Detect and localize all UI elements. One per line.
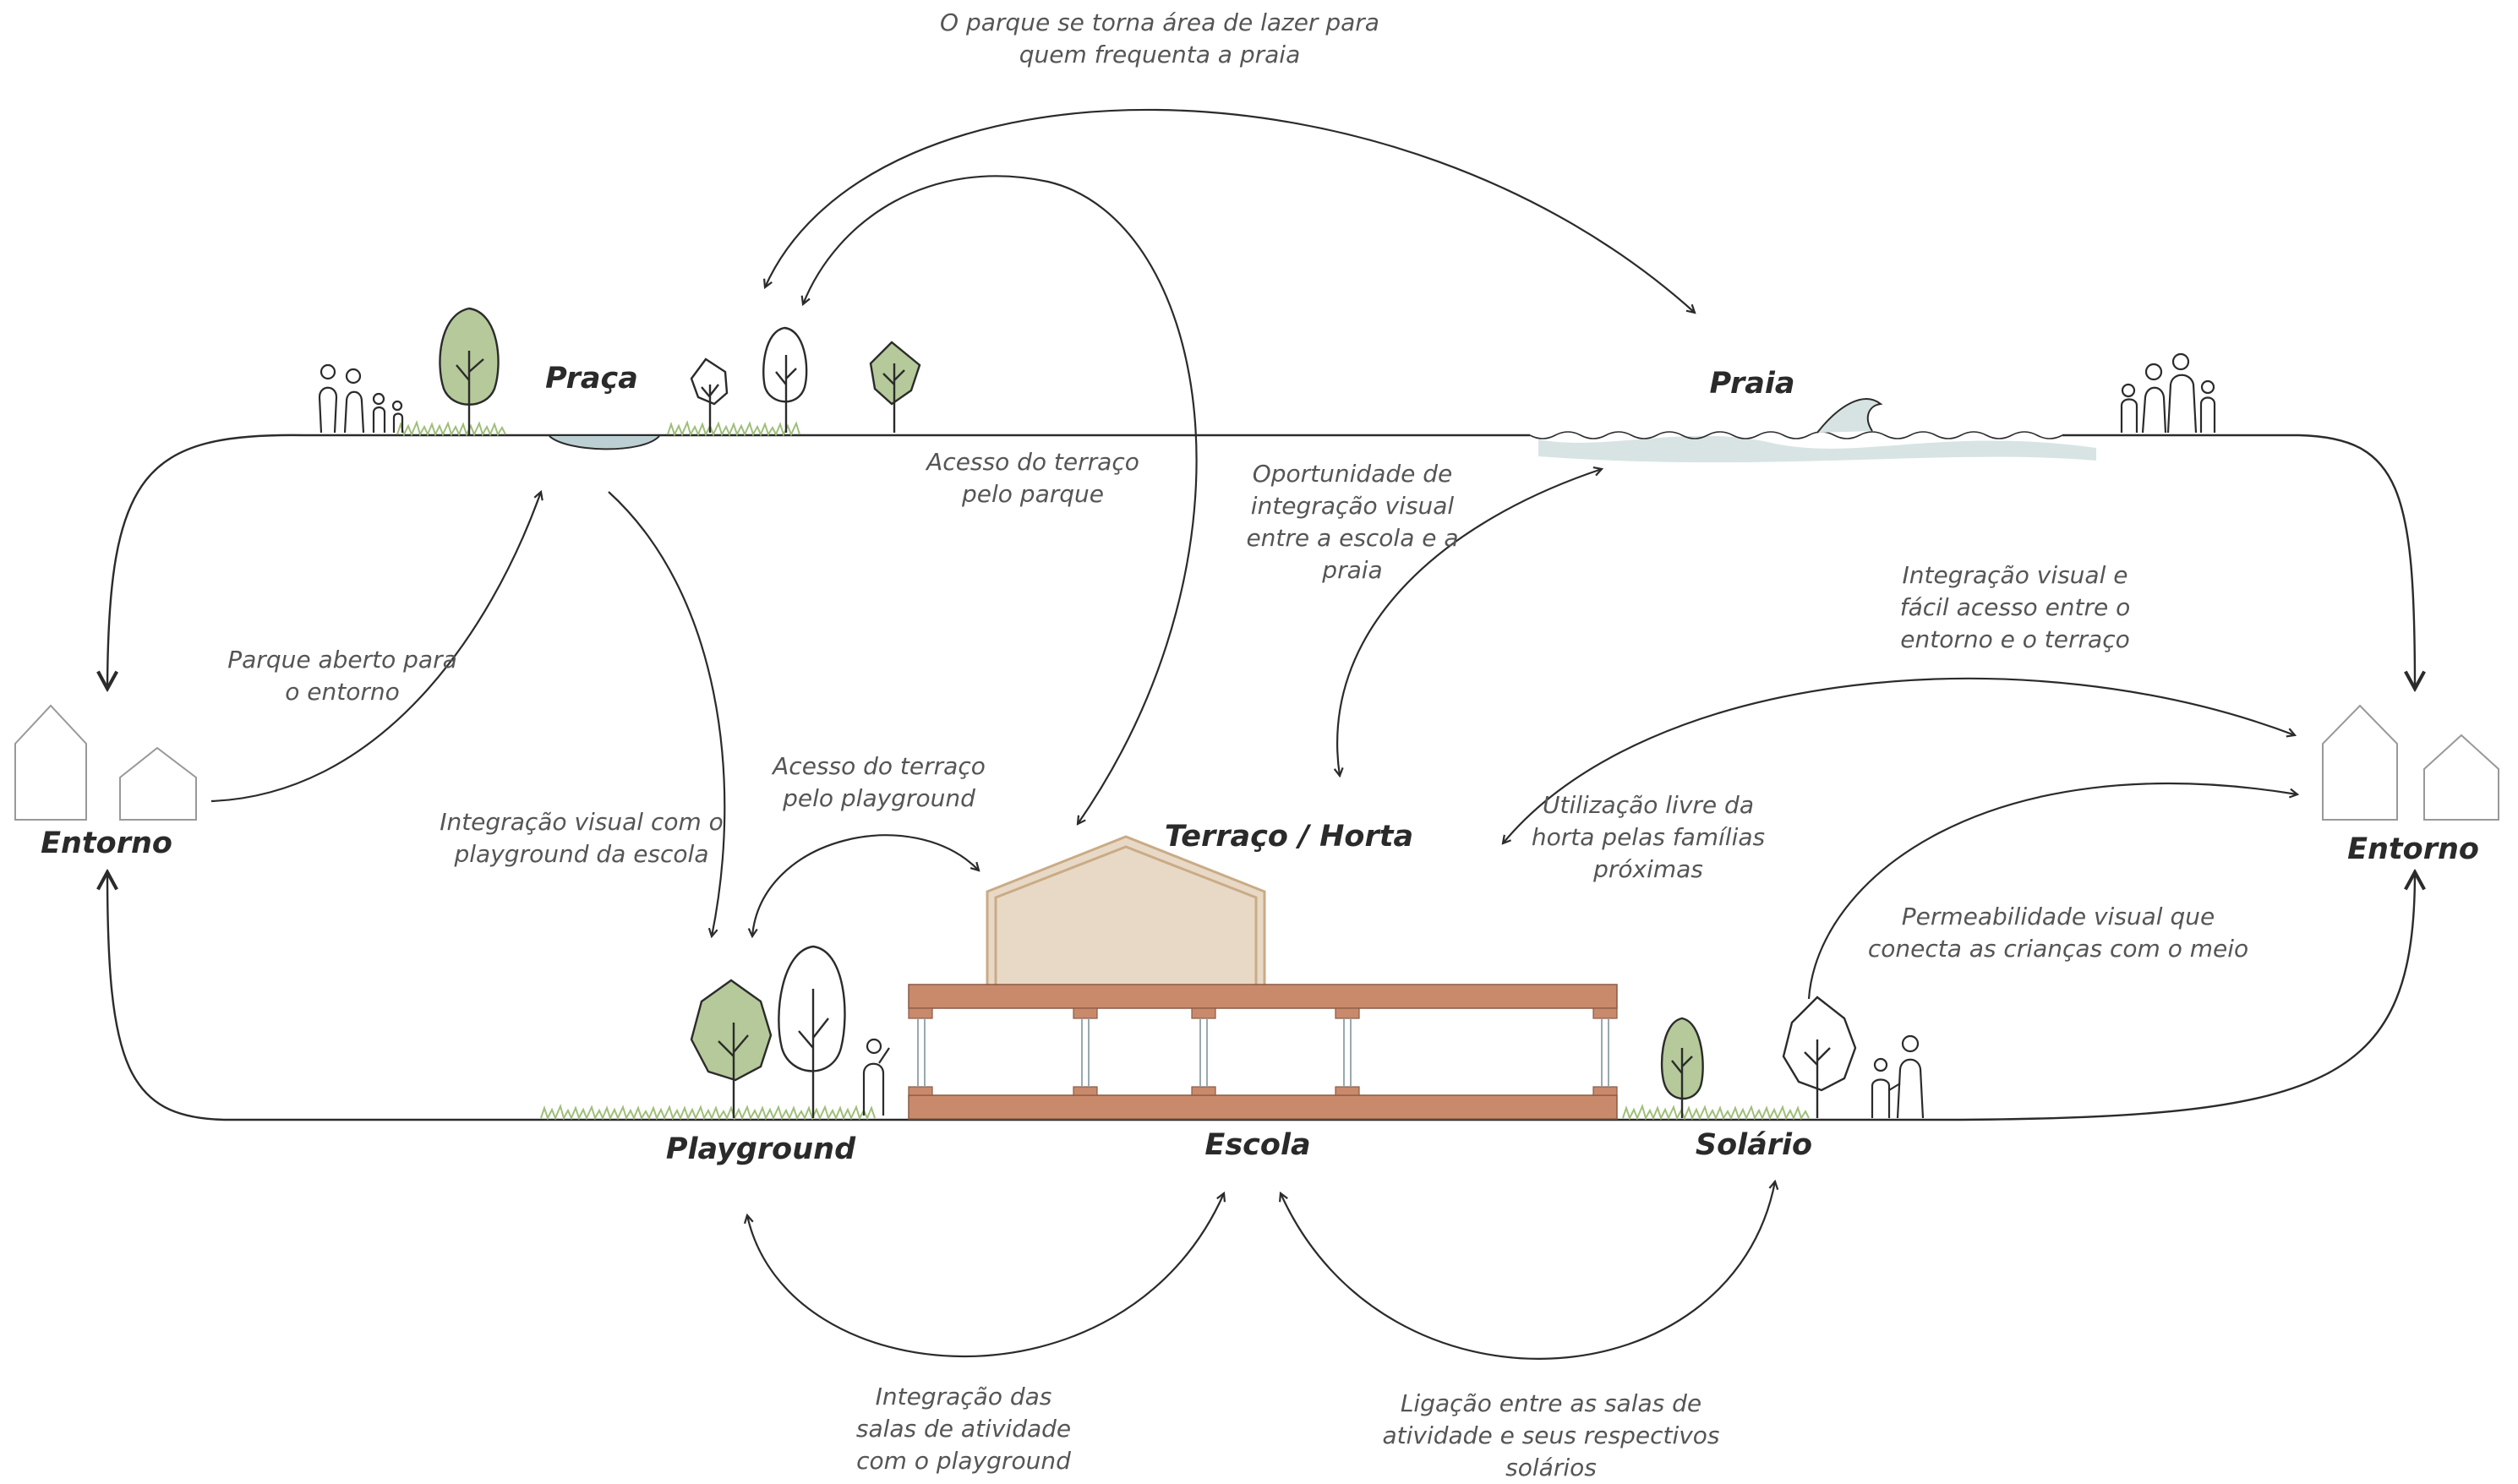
grass: [396, 420, 1810, 1121]
people-icon: [1871, 1034, 1925, 1119]
house-icon: [2322, 704, 2398, 821]
house-icon: [14, 704, 87, 821]
loop-bottom-left: [107, 872, 225, 1121]
house-icon: [119, 746, 197, 821]
label-entorno-right: Entorno: [2347, 832, 2479, 866]
tree-icon: [1782, 996, 1857, 1118]
label-praia: Praia: [1709, 367, 1795, 401]
tree-icon: [1660, 1017, 1704, 1118]
houses: [14, 704, 2499, 821]
roof-frame: [986, 835, 1266, 985]
loop-bottom-right: [1960, 872, 2415, 1121]
people: [318, 352, 2216, 1119]
people-icon: [862, 1038, 890, 1116]
tree-icon: [778, 945, 846, 1118]
label-solario: Solário: [1695, 1128, 1813, 1162]
label-terraco-horta: Terraço / Horta: [1164, 820, 1414, 854]
label-entorno-left: Entorno: [41, 827, 172, 860]
people-icon: [2120, 352, 2216, 434]
tree-icon: [869, 341, 921, 433]
tree-icon: [690, 357, 729, 433]
outer-loop: [107, 434, 2415, 1121]
arrow-entorno-terraco: [1503, 677, 2295, 843]
label-playground: Playground: [665, 1132, 856, 1166]
school-building: [908, 835, 1618, 1120]
arrow-terraco-parque: [803, 175, 1198, 824]
upper-slab: [908, 984, 1618, 1009]
arrow-solario-entorno: [1807, 782, 2297, 1000]
loop-top-left: [107, 434, 305, 689]
arrows: [210, 108, 2297, 1360]
house-icon: [2423, 734, 2499, 821]
arrow-escola-solario: [1281, 1181, 1775, 1360]
tree-icon: [762, 326, 808, 433]
label-escola: Escola: [1204, 1128, 1311, 1162]
arrow-praia-praca: [765, 108, 1695, 313]
arrow-oportunidade: [1337, 469, 1602, 776]
people-icon: [318, 363, 404, 434]
arrow-praca-playground: [608, 491, 726, 936]
pond: [549, 435, 660, 450]
loop-top-right: [2298, 434, 2415, 689]
label-praca: Praça: [545, 362, 638, 396]
wave-icon: [1816, 398, 1883, 434]
beach-water: [1529, 398, 2096, 463]
arrow-entorno-praca: [210, 492, 541, 803]
tree-icon: [439, 307, 500, 435]
arrow-playground-escola: [747, 1193, 1224, 1357]
tree-icon: [690, 979, 773, 1118]
lower-slab: [908, 1094, 1618, 1120]
arrow-playground-terraco: [752, 834, 979, 936]
